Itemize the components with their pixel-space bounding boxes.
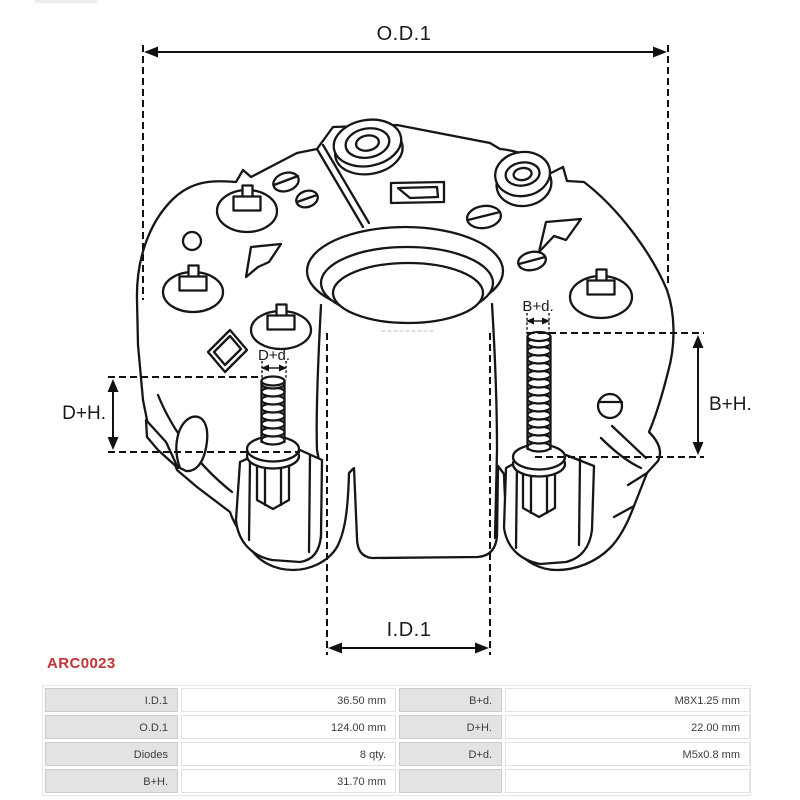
pilot-hole xyxy=(181,230,203,252)
spec-value-cell: 31.70 mm xyxy=(181,769,396,793)
id1-label: I.D.1 xyxy=(387,619,432,641)
spec-label-cell: B+H. xyxy=(45,769,178,793)
dd-label: D+d. xyxy=(258,347,290,364)
spec-value-cell xyxy=(505,769,750,793)
cropped-logo-fragment xyxy=(35,0,97,3)
spec-value-cell: 8 qty. xyxy=(181,742,396,766)
right-corner-facets xyxy=(599,424,649,519)
spec-value-cell: 36.50 mm xyxy=(181,688,396,712)
spec-value-cell: 124.00 mm xyxy=(181,715,396,739)
dimension-id1 xyxy=(326,333,491,655)
stud-screw-left xyxy=(245,375,301,511)
dimension-bd xyxy=(526,313,550,334)
od1-label: O.D.1 xyxy=(377,23,432,45)
stud-screw-right xyxy=(511,330,567,519)
bd-label: B+d. xyxy=(522,298,553,315)
rectifier-technical-drawing: O.D.1 I.D.1 D+H. B+H. D+d. B+d. xyxy=(62,23,752,655)
dimension-bh xyxy=(527,332,704,458)
collar-bore xyxy=(331,261,485,325)
diode-4 xyxy=(568,268,634,320)
spec-label-cell: D+d. xyxy=(399,742,502,766)
diode-3 xyxy=(249,303,313,351)
spec-value-cell: M5x0.8 mm xyxy=(505,742,750,766)
arrow-mark-right xyxy=(537,217,583,254)
spec-label-cell: Diodes xyxy=(45,742,178,766)
edge-lug xyxy=(175,415,209,473)
dh-label: D+H. xyxy=(62,403,106,424)
rivet-heads xyxy=(272,171,624,420)
spec-label-cell xyxy=(399,769,502,793)
bh-label: B+H. xyxy=(709,394,752,415)
bearing-boss-right xyxy=(494,150,553,208)
spec-value-cell: M8X1.25 mm xyxy=(505,688,750,712)
dimension-dd xyxy=(261,361,287,380)
edge-tab xyxy=(144,418,180,470)
diode-2 xyxy=(161,264,225,314)
slanted-slot-inner xyxy=(212,334,243,367)
bearing-boss-left xyxy=(332,118,404,176)
dimension-dh xyxy=(107,376,300,453)
spec-table: I.D.1 36.50 mm B+d. M8X1.25 mm O.D.1 124… xyxy=(42,685,751,796)
arrow-mark-left xyxy=(244,242,283,279)
plate-separation-line xyxy=(315,143,371,229)
dimensions xyxy=(107,45,704,655)
spec-label-cell: D+H. xyxy=(399,715,502,739)
spec-label-cell: I.D.1 xyxy=(45,688,178,712)
dimension-od1 xyxy=(142,45,669,300)
spec-value-cell: 22.00 mm xyxy=(505,715,750,739)
terminal-slot-inner xyxy=(396,185,440,200)
diode-1 xyxy=(215,184,279,234)
spec-label-cell: O.D.1 xyxy=(45,715,178,739)
bore-tube-walls xyxy=(315,302,499,540)
spec-label-cell: B+d. xyxy=(399,688,502,712)
product-code: ARC0023 xyxy=(47,655,116,672)
rectifier-part xyxy=(135,118,675,572)
